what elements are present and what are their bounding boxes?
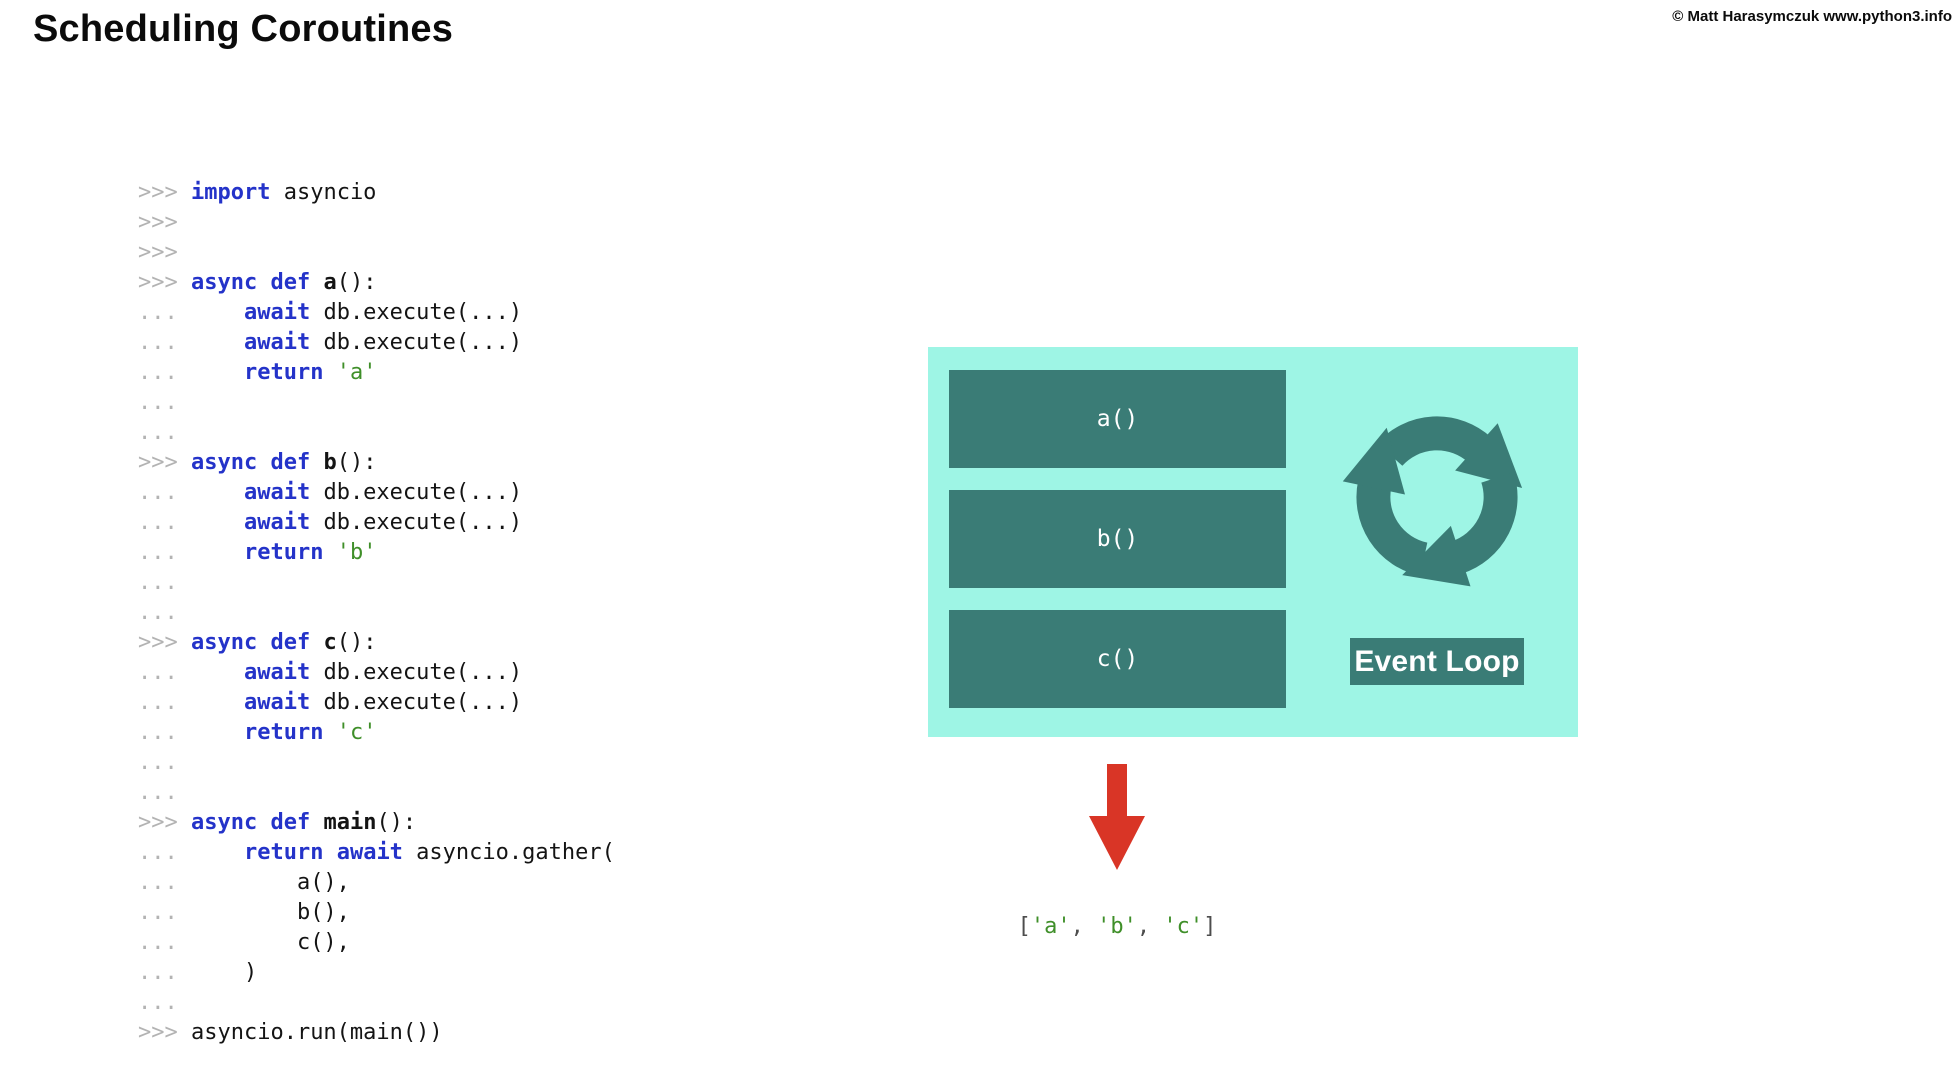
- code-line: ... await db.execute(...): [138, 300, 523, 325]
- event-loop-box: a() b() c() Event Loop: [928, 347, 1578, 737]
- code-line: >>> async def b():: [138, 450, 377, 475]
- code-line: ... return await asyncio.gather(: [138, 840, 615, 865]
- code-line: ... a(),: [138, 870, 350, 895]
- task-box-c: c(): [949, 610, 1286, 708]
- code-line: ... return 'c': [138, 720, 377, 745]
- task-stack: a() b() c(): [949, 370, 1286, 730]
- code-line: >>> async def a():: [138, 270, 377, 295]
- code-line: >>> import asyncio: [138, 180, 377, 205]
- task-label: a(): [1096, 406, 1139, 432]
- task-box-a: a(): [949, 370, 1286, 468]
- code-line: ...: [138, 600, 178, 625]
- event-loop-label: Event Loop: [1350, 638, 1524, 685]
- code-line: ... await db.execute(...): [138, 480, 523, 505]
- task-label: b(): [1096, 526, 1139, 552]
- code-line: ... return 'a': [138, 360, 377, 385]
- code-line: ...: [138, 750, 178, 775]
- code-line: ...: [138, 420, 178, 445]
- recycle-arrows-icon: [1331, 391, 1543, 603]
- task-label: c(): [1096, 646, 1139, 672]
- code-line: >>> asyncio.run(main()): [138, 1020, 443, 1045]
- page-title: Scheduling Coroutines: [33, 8, 454, 50]
- code-line: ...: [138, 780, 178, 805]
- code-line: >>>: [138, 210, 178, 235]
- code-line: ...: [138, 990, 178, 1015]
- code-line: ... ): [138, 960, 258, 985]
- code-line: ...: [138, 570, 178, 595]
- code-line: ... c(),: [138, 930, 350, 955]
- code-block: >>> import asyncio >>> >>> >>> async def…: [138, 178, 615, 1048]
- code-line: >>> async def main():: [138, 810, 417, 835]
- code-line: ... await db.execute(...): [138, 510, 523, 535]
- code-line: >>>: [138, 240, 178, 265]
- code-line: ... await db.execute(...): [138, 660, 523, 685]
- code-line: ... await db.execute(...): [138, 330, 523, 355]
- code-line: ...: [138, 390, 178, 415]
- code-line: ... await db.execute(...): [138, 690, 523, 715]
- down-arrow-icon: [1089, 764, 1145, 870]
- copyright-notice: © Matt Harasymczuk www.python3.info: [1672, 8, 1952, 25]
- code-line: >>> async def c():: [138, 630, 377, 655]
- code-line: ... b(),: [138, 900, 350, 925]
- task-box-b: b(): [949, 490, 1286, 588]
- code-line: ... return 'b': [138, 540, 377, 565]
- result-output: ['a', 'b', 'c']: [1017, 914, 1217, 939]
